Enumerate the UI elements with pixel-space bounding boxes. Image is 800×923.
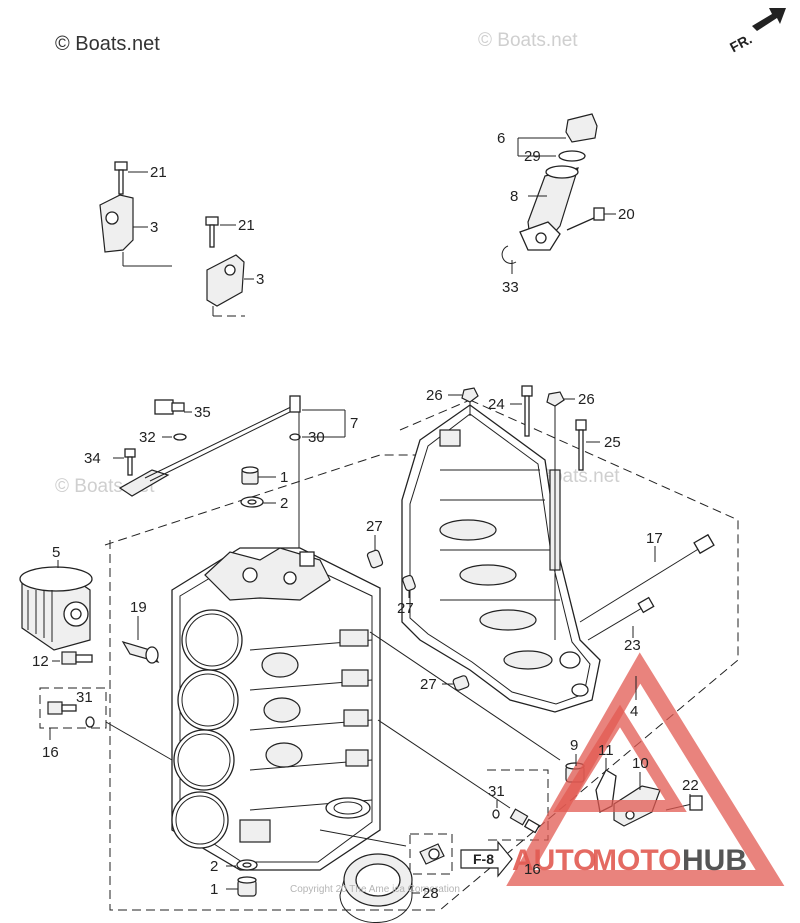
sensor-and-guide: [118, 395, 301, 560]
cylinder-block: [171, 547, 381, 871]
callout-34: 34: [84, 450, 101, 467]
callout-31b: 31: [488, 783, 505, 800]
bracket-upper-mid: [205, 216, 245, 317]
reference-arrow-f8: F-8: [460, 840, 513, 878]
enclosure-dashed-right: [399, 399, 739, 911]
sensor-16-left: [47, 701, 95, 728]
callout-35: 35: [194, 404, 211, 421]
bracket-upper-left: [99, 161, 172, 267]
callout-20: 20: [618, 206, 635, 223]
callout-16b: 16: [524, 861, 541, 878]
leader-block-to-9: [369, 631, 561, 761]
front-direction-label: FR.: [727, 31, 754, 56]
callout-26b: 26: [578, 391, 595, 408]
callout-labels: 21 3 21 3 6 29 8 20 33 35 32 34 7 30 1 2…: [32, 130, 699, 902]
watermark-faint-top: © Boats.net: [478, 30, 578, 51]
callout-10: 10: [632, 755, 649, 772]
callout-7: 7: [350, 415, 358, 432]
brand-moto: MOTO: [592, 844, 681, 877]
sensor-16-right: [492, 808, 541, 834]
callout-11: 11: [598, 742, 614, 759]
callout-4: 4: [630, 703, 638, 720]
leader-28: [319, 829, 407, 847]
callout-30: 30: [308, 429, 325, 446]
callout-1b: 1: [210, 881, 218, 898]
callout-17: 17: [646, 530, 663, 547]
callout-5: 5: [52, 544, 60, 561]
callout-22: 22: [682, 777, 699, 794]
oil-seal: [339, 853, 413, 923]
callout-27c: 27: [420, 676, 437, 693]
leader-block-to-16: [377, 719, 511, 809]
callout-3a: 3: [150, 219, 158, 236]
callout-1a: 1: [280, 469, 288, 486]
fitting-f8: [419, 843, 445, 865]
callout-16a: 16: [42, 744, 59, 761]
callout-12: 12: [32, 653, 49, 670]
callout-27a: 27: [366, 518, 383, 535]
callout-26a: 26: [426, 387, 443, 404]
callout-29: 29: [524, 148, 541, 165]
sensor-12: [61, 651, 93, 665]
callout-21a: 21: [150, 164, 167, 181]
callout-3b: 3: [256, 271, 264, 288]
enclosure-dashed-bottom: [109, 540, 440, 911]
brand-logo: AUTO MOTO HUB: [506, 652, 785, 886]
watermark-main: © Boats.net: [55, 33, 160, 55]
callout-23: 23: [624, 637, 641, 654]
oil-filter: [19, 566, 93, 651]
fitting-box: [409, 833, 453, 875]
callout-24: 24: [488, 396, 505, 413]
callout-31a: 31: [76, 689, 93, 706]
crankcase: [401, 404, 601, 713]
brand-hub: HUB: [682, 844, 747, 877]
callout-28: 28: [422, 885, 439, 902]
drain-plug-upper: [240, 466, 264, 508]
callout-25: 25: [604, 434, 621, 451]
callout-19: 19: [130, 599, 147, 616]
callout-21b: 21: [238, 217, 255, 234]
copyright-text: Copyright 20 The Ame ica Corporation: [290, 884, 460, 895]
callout-9: 9: [570, 737, 578, 754]
sensor-16-box: [39, 687, 107, 729]
callout-2b: 2: [210, 858, 218, 875]
callout-leaders: [52, 171, 691, 894]
long-bolts: [579, 533, 715, 641]
enclosure-dashed-left: [104, 454, 420, 546]
fitting-19: [121, 640, 160, 664]
reference-label: F-8: [473, 851, 494, 867]
dowel-pins: [366, 549, 470, 691]
callout-33: 33: [502, 279, 519, 296]
leader-16-to-block: [105, 721, 173, 761]
sensor-16-box-right: [487, 769, 549, 841]
crankcase-bolts: [461, 385, 587, 640]
drain-plug-lower: [236, 859, 258, 897]
callout-32: 32: [139, 429, 156, 446]
front-direction-arrow-icon: FR.: [727, 8, 786, 55]
oil-filler-assembly: [501, 113, 605, 264]
callout-27b: 27: [397, 600, 414, 617]
callout-6: 6: [497, 130, 505, 147]
brand-auto: AUTO: [512, 844, 596, 877]
callout-2a: 2: [280, 495, 288, 512]
callout-8: 8: [510, 188, 518, 205]
